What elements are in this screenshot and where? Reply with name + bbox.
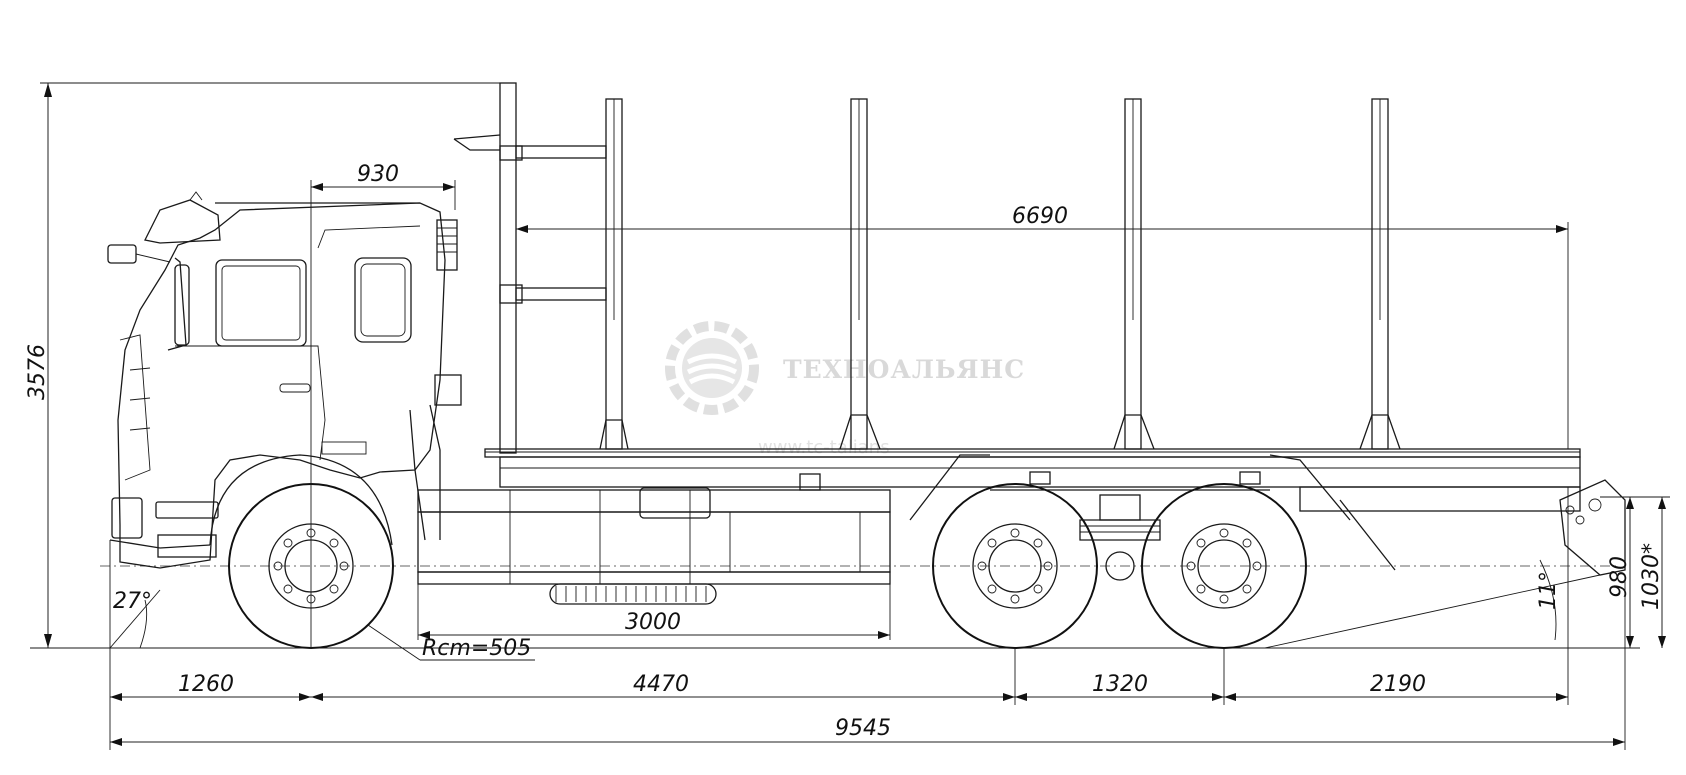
watermark-brand: ТЕХНОАЛЬЯНС [783, 355, 1025, 384]
dim-overall-length: 9545 [835, 716, 891, 741]
platform [417, 448, 1626, 605]
dim-bogie-spacing: 1320 [1092, 672, 1148, 697]
dim-fuel-tank-length: 3000 [625, 610, 681, 635]
bogie-suspension [1079, 494, 1161, 581]
watermark-url: www.tc-talians [758, 437, 890, 458]
dim-rear-overhang: 2190 [1370, 672, 1426, 697]
dim-frame-height: 980 [1607, 556, 1632, 598]
dim-approach-angle: 27° [113, 589, 152, 614]
dim-overall-height: 3576 [25, 344, 50, 400]
dim-hitch-height: 1030* [1639, 543, 1664, 610]
stake-4 [1359, 98, 1401, 450]
stake-3 [1113, 98, 1155, 450]
dim-turning-radius: Rcm=505 [422, 636, 531, 661]
dim-body-length: 6690 [1012, 204, 1068, 229]
dim-wheelbase: 4470 [633, 672, 689, 697]
stake-2 [839, 98, 881, 450]
dim-cab-top: 930 [357, 162, 399, 187]
cab [107, 191, 446, 569]
watermark-logo-icon [665, 321, 759, 415]
dim-front-overhang: 1260 [178, 672, 234, 697]
dimensions: 3576 930 6690 3000 Rcm=505 27° 11° [25, 82, 1670, 750]
stake-1 [599, 98, 629, 450]
headboard [453, 82, 607, 454]
watermark: ТЕХНОАЛЬЯНС www.tc-talians [665, 321, 1025, 458]
dim-departure-angle: 11° [1536, 571, 1561, 610]
air-intake [409, 219, 462, 541]
